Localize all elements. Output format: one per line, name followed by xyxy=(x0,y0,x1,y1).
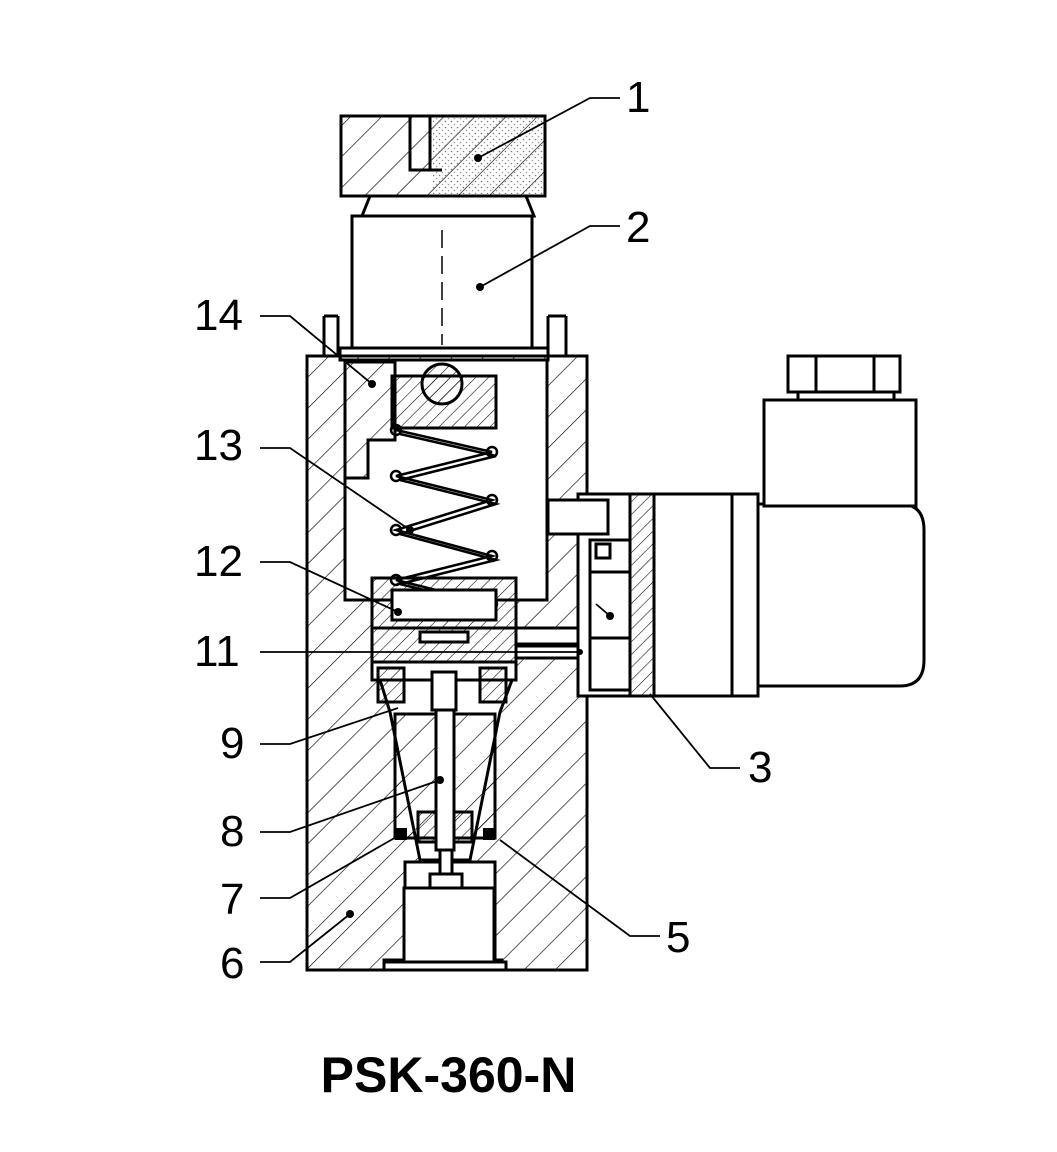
callout-13: 13 xyxy=(194,421,243,470)
callout-5: 5 xyxy=(666,913,690,962)
adjusting-cap xyxy=(339,114,547,198)
bonnet xyxy=(338,194,550,362)
plunger-pin xyxy=(430,670,458,884)
inlet-plug xyxy=(382,872,508,972)
callout-1: 1 xyxy=(626,73,650,122)
callout-12: 12 xyxy=(194,537,243,586)
leader-lines xyxy=(260,97,740,963)
callout-9: 9 xyxy=(220,719,244,768)
leader-dots xyxy=(346,154,614,918)
callout-labels: 1 2 3 5 6 7 8 9 11 12 13 14 xyxy=(194,73,772,988)
callout-14: 14 xyxy=(194,291,243,340)
callout-11: 11 xyxy=(194,627,240,676)
piston-plate xyxy=(370,626,518,664)
micro-switch-housing xyxy=(546,492,656,698)
spring-seat-upper xyxy=(343,360,498,480)
callout-7: 7 xyxy=(220,875,244,924)
callout-6: 6 xyxy=(220,939,244,988)
guide-seals xyxy=(376,666,508,704)
connector-housing xyxy=(652,354,926,698)
diagram-title-text: PSK-360-N xyxy=(320,1047,577,1103)
diagram-title: PSK-360-N xyxy=(0,1046,1057,1104)
callout-2: 2 xyxy=(626,203,650,252)
callout-3: 3 xyxy=(748,743,772,792)
spring-seat-lower xyxy=(370,576,518,630)
callout-8: 8 xyxy=(220,807,244,856)
